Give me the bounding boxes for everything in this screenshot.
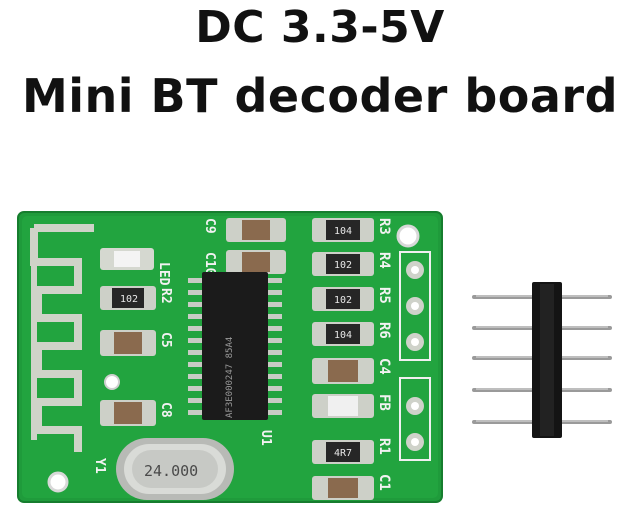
capacitor-c10	[226, 250, 286, 274]
board-pin-pads	[399, 251, 431, 461]
label-y1: Y1	[92, 458, 107, 474]
title-voltage: DC 3.3-5V	[195, 2, 445, 53]
label-r4: R4	[376, 252, 392, 269]
label-c10: C10	[202, 252, 217, 276]
code-r2: 102	[120, 294, 138, 305]
capacitor-c5	[100, 330, 156, 356]
crystal-label: 24.000	[144, 462, 198, 480]
label-c8: C8	[158, 402, 173, 418]
label-u1: U1	[258, 430, 273, 446]
crystal-oscillator	[116, 438, 234, 500]
ic-chip	[188, 272, 282, 420]
resistor-r5	[312, 287, 374, 311]
capacitor-c4	[312, 358, 374, 384]
label-r2: R2	[158, 288, 173, 304]
code-r5: 102	[334, 295, 352, 306]
antenna-trace	[30, 224, 94, 452]
label-r1: R1	[376, 438, 392, 455]
capacitor-c1	[312, 476, 374, 500]
code-r3: 104	[334, 226, 352, 237]
title-product: Mini BT decoder board	[21, 69, 619, 123]
label-c4: C4	[376, 358, 392, 375]
code-r6: 104	[334, 330, 352, 341]
led-component	[100, 248, 154, 270]
label-r5: R5	[376, 287, 392, 304]
ic-marking: AF3E000247 85A4	[225, 337, 235, 418]
resistor-r2	[100, 286, 156, 310]
resistor-r4	[312, 252, 374, 276]
code-r1: 4R7	[334, 448, 352, 459]
capacitor-c8	[100, 400, 156, 426]
resistor-r6	[312, 322, 374, 346]
resistor-r3	[312, 218, 374, 242]
label-c9: C9	[202, 218, 217, 234]
ferrite-bead-fb	[312, 394, 374, 418]
capacitor-c9	[226, 218, 286, 242]
label-fb: FB	[376, 394, 392, 411]
label-led: LED	[156, 262, 171, 286]
label-r6: R6	[376, 322, 392, 339]
resistor-r1	[312, 440, 374, 464]
code-r4: 102	[334, 260, 352, 271]
label-c1: C1	[376, 474, 392, 491]
loose-pin-header	[472, 282, 612, 438]
label-c5: C5	[158, 332, 173, 348]
label-r3: R3	[376, 218, 392, 235]
mounting-holes	[47, 224, 420, 493]
